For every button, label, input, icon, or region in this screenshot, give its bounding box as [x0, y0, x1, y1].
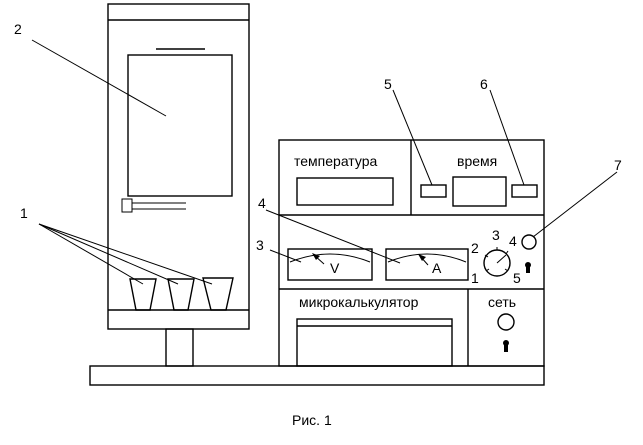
volt-label: V — [330, 260, 340, 276]
callout-4: 4 — [258, 195, 266, 211]
cups — [129, 277, 234, 311]
callout-1: 1 — [20, 205, 28, 221]
instrument-panel: температура время V A — [278, 139, 545, 367]
indicator-lamp-upper — [525, 262, 531, 273]
selector-knob: 2 3 4 1 5 — [471, 227, 521, 286]
temperature-label: температура — [294, 153, 377, 169]
network-label: сеть — [488, 294, 516, 310]
cabinet-window — [127, 54, 233, 197]
callout-6: 6 — [480, 76, 488, 92]
cabinet-handle — [121, 198, 186, 213]
stand-post — [165, 328, 194, 367]
callout-7: 7 — [614, 157, 622, 173]
time-display — [452, 176, 507, 207]
amp-label: A — [432, 260, 442, 276]
ammeter: A — [385, 248, 469, 281]
callout-2: 2 — [14, 21, 22, 37]
calculator-body — [296, 318, 453, 367]
knob-scale-1: 1 — [471, 270, 479, 286]
knob-scale-3: 3 — [492, 227, 500, 243]
temperature-display — [296, 177, 394, 206]
indicator-lamp-lower — [503, 340, 509, 352]
time-label: время — [457, 153, 497, 169]
time-button-right — [511, 184, 538, 198]
knob-scale-4: 4 — [509, 233, 517, 249]
figure-caption: Рис. 1 — [292, 412, 332, 428]
cabinet — [107, 3, 250, 330]
callout-lines — [31, 39, 618, 285]
calculator-label: микрокалькулятор — [299, 294, 419, 310]
knob-scale-2: 2 — [471, 240, 479, 256]
callout-3: 3 — [256, 237, 264, 253]
small-knob — [521, 234, 537, 250]
knob-scale-5: 5 — [513, 270, 521, 286]
network-switch — [497, 313, 515, 331]
voltmeter: V — [287, 248, 373, 281]
base-plate — [89, 365, 545, 386]
time-button-left — [420, 184, 447, 198]
callout-5: 5 — [384, 76, 392, 92]
